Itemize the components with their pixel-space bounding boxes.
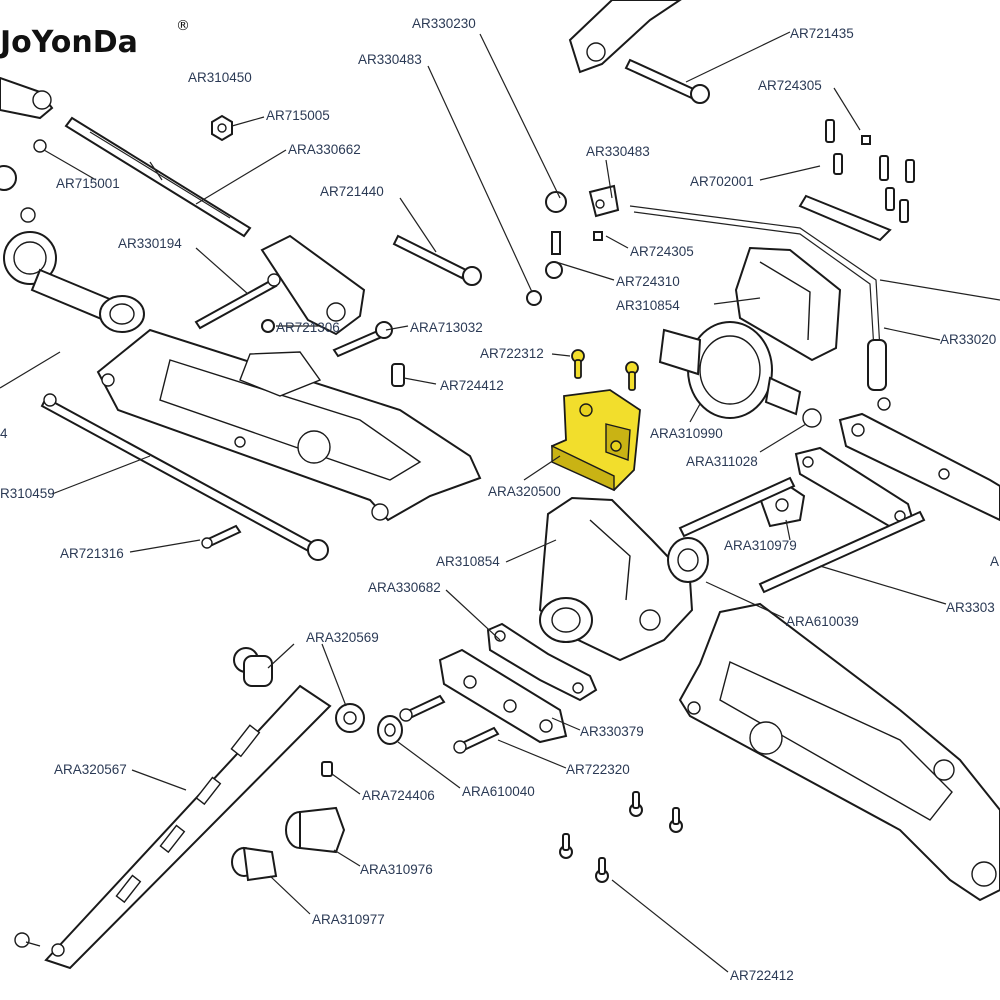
- bearing-ara610039-part: [667, 537, 709, 583]
- label-ar724310: AR724310: [616, 274, 680, 289]
- label-left-cut: 4: [0, 426, 8, 441]
- brand-logo: JoYonDa ®: [0, 10, 206, 70]
- top-left-hub-part: [0, 76, 54, 120]
- lower-arm-left-part: [96, 328, 482, 522]
- label-ar721435: AR721435: [790, 26, 854, 41]
- brace-ara320567-part: [44, 684, 332, 970]
- screw-ar721306-part: [261, 319, 275, 333]
- label-ar724305-b: AR724305: [630, 244, 694, 259]
- bushing-ara320569-part: [233, 647, 365, 733]
- screw-ara713032-part: [332, 321, 393, 358]
- pin-ar724412-part: [391, 363, 405, 387]
- label-ar330379: AR330379: [580, 724, 644, 739]
- pin-ara724406-part: [321, 761, 333, 777]
- drive-cup-left-part: [30, 268, 145, 333]
- label-ara310990: ARA310990: [650, 426, 723, 441]
- label-ara330662: ARA330662: [288, 142, 361, 157]
- gearbox-housing-top-part: [734, 246, 842, 362]
- bearing-ara610040-part: [377, 715, 403, 745]
- label-ara311028: ARA311028: [686, 454, 758, 469]
- upper-arm-right-part: [838, 412, 1000, 522]
- label-ar310854-a: AR310854: [616, 298, 680, 313]
- drive-shaft-right-part: [678, 476, 926, 594]
- label-ar722312: AR722312: [480, 346, 544, 361]
- drive-cup-ara310977-part: [231, 846, 278, 882]
- brand-registered-mark: ®: [176, 18, 190, 34]
- plate-ara330682-part: [486, 622, 598, 702]
- label-ar721306: AR721306: [276, 320, 340, 335]
- bottom-left-fitting-part: [14, 932, 41, 948]
- screw-group-ar724305-part: [798, 119, 915, 242]
- label-ara610040: ARA610040: [462, 784, 535, 799]
- label-ar724412: AR724412: [440, 378, 504, 393]
- screw-ar721316-part: [201, 524, 242, 549]
- arm-mount-ar330379-part: [438, 648, 568, 744]
- label-ar702001: AR702001: [690, 174, 754, 189]
- label-ar715005: AR715005: [266, 108, 330, 123]
- label-ar33020: AR33020: [940, 332, 996, 347]
- label-ar721316: AR721316: [60, 546, 124, 561]
- pin-ar330194-part: [194, 273, 281, 330]
- label-ar722412: AR722412: [730, 968, 794, 983]
- turnbuckle-ara330662-part: [64, 116, 252, 238]
- label-ar310854-b: AR310854: [436, 554, 500, 569]
- label-ara724406: ARA724406: [362, 788, 435, 803]
- label-ar330483-a: AR330483: [358, 52, 422, 67]
- label-right-cut: A: [990, 554, 999, 569]
- label-ara310976: ARA310976: [360, 862, 433, 877]
- label-ar330194: AR330194: [118, 236, 182, 251]
- differential-ara310990-part: [658, 321, 822, 428]
- label-ara713032: ARA713032: [410, 320, 483, 335]
- screw-ar722320-part: [399, 694, 500, 754]
- screw-ar721440-part: [392, 234, 482, 286]
- nut-ar715005-part: [211, 114, 233, 142]
- label-ara310979: ARA310979: [724, 538, 797, 553]
- hinge-pin-ar310459-part: [40, 393, 329, 561]
- label-ar3303: AR3303: [946, 600, 995, 615]
- label-ara320567: ARA320567: [54, 762, 127, 777]
- label-ar330483-b: AR330483: [586, 144, 650, 159]
- label-ara320569: ARA320569: [306, 630, 379, 645]
- label-ar721440: AR721440: [320, 184, 384, 199]
- lower-arm-right-part: [678, 602, 1000, 902]
- rod-end-ar330483-part: [588, 184, 620, 241]
- left-bearing-carrier-part: [0, 139, 57, 285]
- rod-end-ar330230-part: [526, 191, 567, 306]
- part-labels: AR330230 AR721435 AR330483 AR310450 AR72…: [0, 16, 999, 983]
- label-ar310450: AR310450: [188, 70, 252, 85]
- label-r310459: R310459: [0, 486, 55, 501]
- leader-lines: [0, 31, 947, 973]
- label-ara320500: ARA320500: [488, 484, 561, 499]
- label-ara330682: ARA330682: [368, 580, 441, 595]
- gearbox-housing-lower-part: [538, 496, 694, 662]
- mount-ara320500-part: [551, 389, 641, 492]
- screw-ar722312-part: [571, 349, 639, 391]
- label-ar724305-a: AR724305: [758, 78, 822, 93]
- camber-link-top-part: [568, 0, 710, 104]
- upper-link-part: [260, 234, 366, 336]
- label-ara310977: ARA310977: [312, 912, 385, 927]
- brand-name: JoYonDa: [0, 25, 138, 60]
- screw-ar722412-part: [559, 791, 683, 883]
- label-ar722320: AR722320: [566, 762, 630, 777]
- drive-cup-ara310976-part: [285, 806, 346, 854]
- label-ar330230: AR330230: [412, 16, 476, 31]
- label-ara610039: ARA610039: [786, 614, 859, 629]
- label-ar715001: AR715001: [56, 176, 120, 191]
- sway-bar-part: [629, 205, 1000, 411]
